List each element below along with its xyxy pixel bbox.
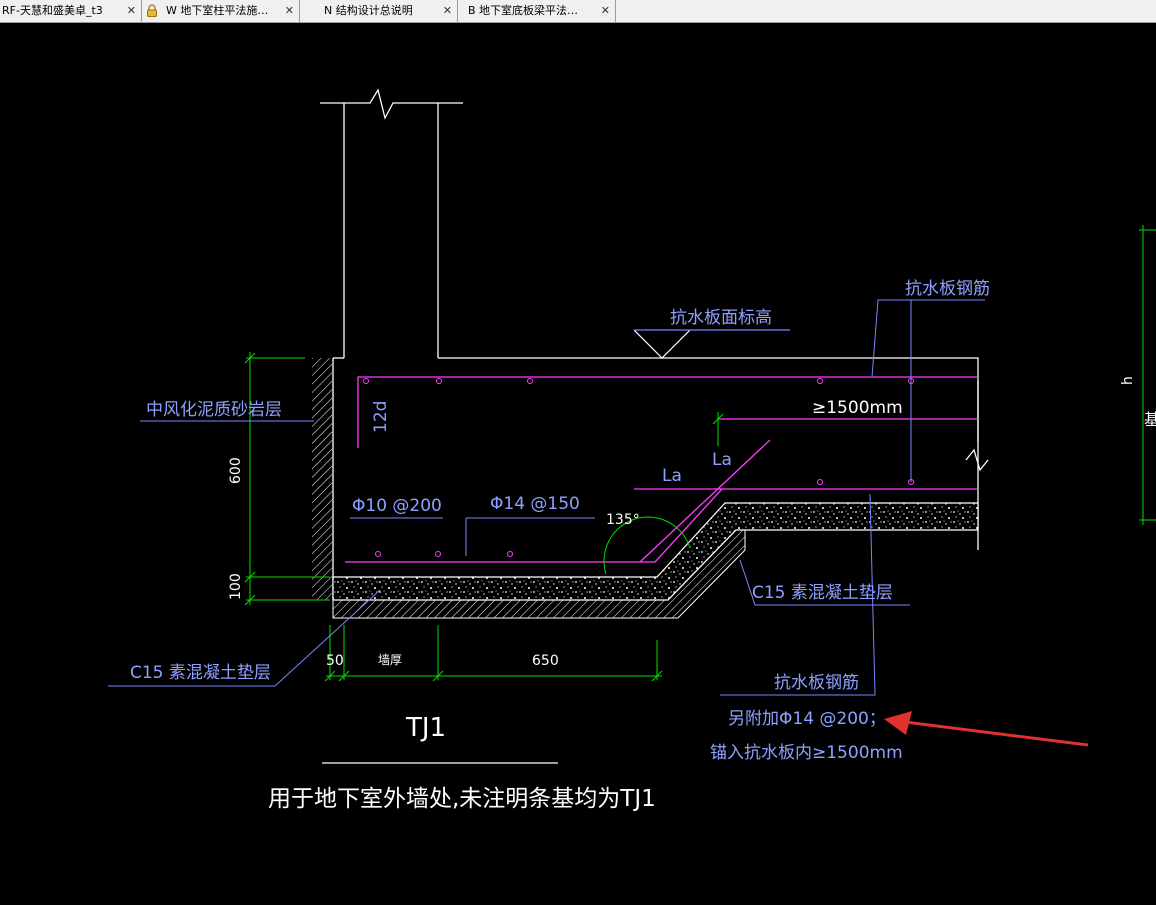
rebar-phi10-label: Φ10 @200 bbox=[352, 496, 442, 516]
c15-right-label: C15 素混凝土垫层 bbox=[752, 583, 893, 603]
rebar-phi14-label: Φ14 @150 bbox=[490, 494, 580, 514]
concrete-cushion bbox=[332, 502, 979, 619]
slab-rebar-top-label: 抗水板钢筋 bbox=[905, 279, 990, 299]
leader-lines bbox=[108, 299, 985, 696]
tab-structural-notes[interactable]: N 结构设计总说明 ✕ bbox=[300, 0, 458, 22]
dimension-lines bbox=[244, 225, 1156, 682]
hook-length-label: 12d bbox=[371, 401, 391, 433]
red-arrow bbox=[884, 711, 1089, 747]
dim-650-label: 650 bbox=[532, 653, 559, 669]
slab-rebar-bottom-label: 抗水板钢筋 bbox=[774, 673, 859, 693]
cad-drawing-canvas[interactable]: 中风化泥质砂岩层 抗水板面标高 抗水板钢筋 ≥1500mm 12d La La … bbox=[0, 23, 1156, 905]
detail-title: TJ1 bbox=[405, 713, 446, 743]
dim-600-label: 600 bbox=[228, 457, 244, 484]
rebar-lines bbox=[345, 376, 978, 563]
tab-basement-slab-beam[interactable]: B 地下室底板梁平法… ✕ bbox=[458, 0, 616, 22]
min-length-label: ≥1500mm bbox=[812, 398, 903, 418]
elevation-symbol bbox=[633, 329, 790, 359]
tab-label: B 地下室底板梁平法… bbox=[468, 4, 579, 17]
right-h-label: h bbox=[1120, 376, 1136, 385]
close-icon[interactable]: ✕ bbox=[442, 4, 452, 17]
wall-thickness-label: 墙厚 bbox=[378, 653, 402, 667]
tab-bar: RF-天慧和盛美卓_t3 ✕ W 地下室柱平法施… ✕ N 结构设计总说明 ✕ … bbox=[0, 0, 1156, 23]
angle-arc bbox=[603, 516, 691, 575]
anchorage-la-label-1: La bbox=[662, 466, 682, 486]
slab-top-elevation-label: 抗水板面标高 bbox=[670, 308, 772, 328]
rock-layer-label: 中风化泥质砂岩层 bbox=[146, 400, 282, 420]
close-icon[interactable]: ✕ bbox=[126, 4, 136, 17]
close-icon[interactable]: ✕ bbox=[600, 4, 610, 17]
right-partial-label: 基 bbox=[1144, 410, 1156, 429]
tab-label: W 地下室柱平法施… bbox=[166, 4, 269, 17]
tab-label: RF-天慧和盛美卓_t3 bbox=[2, 4, 103, 17]
extra-rebar-line-2: 锚入抗水板内≥1500mm bbox=[710, 743, 903, 763]
lock-icon bbox=[147, 4, 157, 17]
tab-rf-tianhui[interactable]: RF-天慧和盛美卓_t3 ✕ bbox=[0, 0, 142, 22]
wall-outline bbox=[320, 88, 989, 600]
detail-subtitle: 用于地下室外墙处,未注明条基均为TJ1 bbox=[268, 786, 656, 812]
rebar-dots bbox=[363, 378, 914, 557]
dim-100-label: 100 bbox=[228, 573, 244, 600]
dim-50-label: 50 bbox=[326, 653, 344, 669]
tab-label: N 结构设计总说明 bbox=[324, 4, 413, 17]
rock-layer-hatch bbox=[312, 358, 332, 600]
anchorage-la-label-2: La bbox=[712, 450, 732, 470]
close-icon[interactable]: ✕ bbox=[284, 4, 294, 17]
tab-basement-column[interactable]: W 地下室柱平法施… ✕ bbox=[142, 0, 300, 22]
extra-rebar-line-1: 另附加Φ14 @200； bbox=[728, 709, 886, 729]
angle-label: 135° bbox=[606, 512, 640, 528]
annotation-labels: 中风化泥质砂岩层 抗水板面标高 抗水板钢筋 ≥1500mm 12d La La … bbox=[130, 279, 1156, 763]
c15-left-label: C15 素混凝土垫层 bbox=[130, 663, 271, 683]
